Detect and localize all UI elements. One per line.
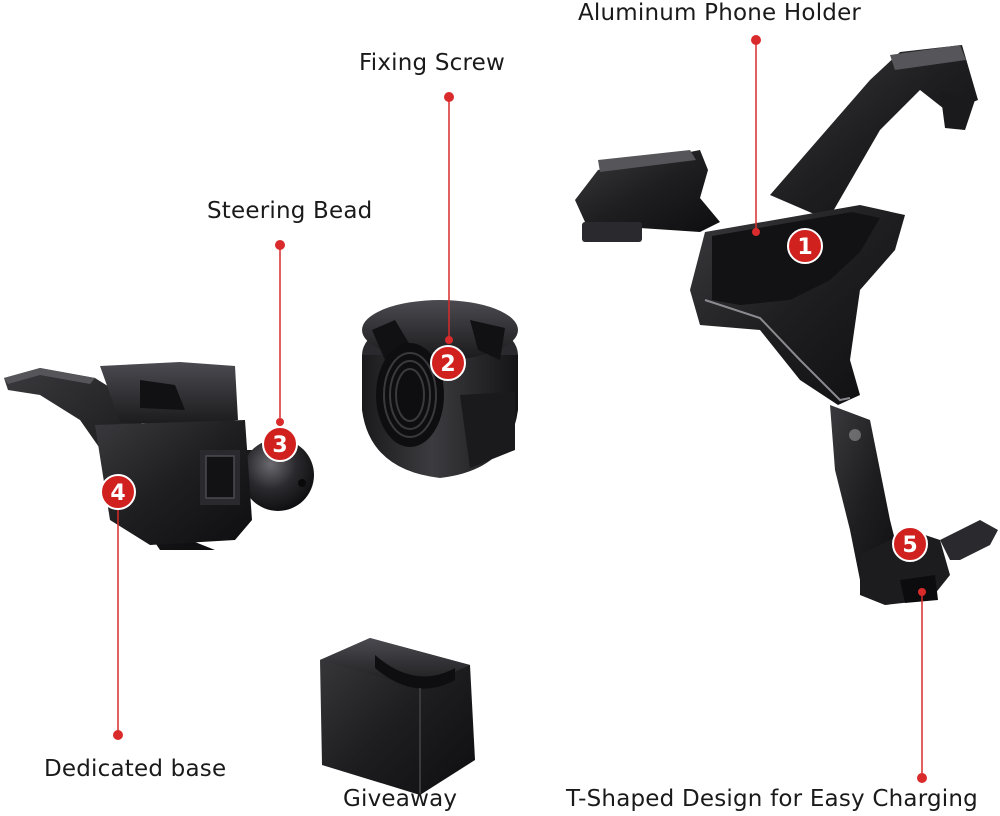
dot-holder-bottom: [752, 228, 760, 236]
badge-number-4: 4: [110, 481, 125, 506]
dedicated-base-part: [4, 362, 252, 550]
badge-5: 5: [892, 526, 928, 562]
badge-3: 3: [262, 426, 298, 462]
dot-screw-top: [444, 92, 454, 102]
badge-number-3: 3: [272, 433, 287, 458]
label-fixing-screw: Fixing Screw: [359, 50, 505, 76]
badge-1: 1: [787, 228, 823, 264]
badge-4: 4: [100, 474, 136, 510]
label-giveaway: Giveaway: [343, 786, 458, 812]
phone-holder-part: [575, 45, 998, 605]
badge-number-5: 5: [902, 533, 917, 558]
giveaway-part: [320, 638, 475, 795]
dot-tshape-bottom: [917, 773, 927, 783]
badge-number-2: 2: [440, 352, 455, 377]
dot-bead-top: [275, 240, 285, 250]
label-steering-bead: Steering Bead: [207, 198, 373, 224]
fixing-screw-part: [362, 300, 518, 478]
dot-screw-bottom: [445, 336, 453, 344]
badge-number-1: 1: [797, 235, 812, 260]
leader-dots: [113, 35, 927, 783]
dot-bead-bottom: [276, 418, 284, 426]
dot-base-bottom: [113, 730, 123, 740]
label-t-shaped-design: T-Shaped Design for Easy Charging: [566, 786, 978, 812]
leader-lines: [117, 40, 923, 778]
label-aluminum-phone-holder: Aluminum Phone Holder: [578, 0, 862, 26]
dot-tshape-top: [918, 588, 926, 596]
badge-2: 2: [430, 345, 466, 381]
dot-holder-top: [751, 35, 761, 45]
label-dedicated-base: Dedicated base: [44, 756, 227, 782]
